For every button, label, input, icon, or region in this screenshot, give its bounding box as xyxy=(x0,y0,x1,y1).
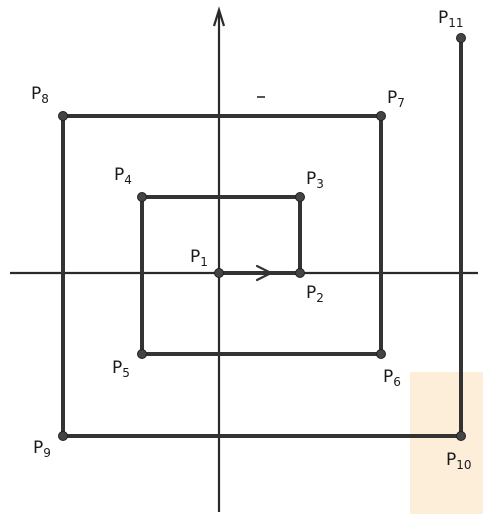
point-marker-p9 xyxy=(58,431,68,441)
point-marker-p2 xyxy=(295,268,305,278)
label-p7: P7 xyxy=(387,88,405,110)
y-axis-arrowhead xyxy=(212,6,226,27)
point-marker-p7 xyxy=(376,111,386,121)
label-p10: P10 xyxy=(446,450,472,472)
paper-stain xyxy=(410,372,483,514)
point-marker-p11 xyxy=(456,33,466,43)
point-marker-p3 xyxy=(295,192,305,202)
label-p8: P8 xyxy=(31,84,49,106)
point-markers xyxy=(58,33,466,441)
point-labels: P1 P2 P3 P4 P5 P6 P7 P8 P9 P10 P11 xyxy=(31,8,472,472)
label-p9: P9 xyxy=(33,438,51,460)
point-marker-p8 xyxy=(58,111,68,121)
label-p1: P1 xyxy=(190,247,208,269)
label-p6: P6 xyxy=(383,367,401,389)
point-marker-p10 xyxy=(456,431,466,441)
point-marker-p4 xyxy=(137,192,147,202)
point-marker-p1 xyxy=(214,268,224,278)
point-marker-p5 xyxy=(137,349,147,359)
label-p11: P11 xyxy=(438,8,464,30)
point-marker-p6 xyxy=(376,349,386,359)
label-p5: P5 xyxy=(112,358,130,380)
label-p3: P3 xyxy=(306,169,324,191)
label-p2: P2 xyxy=(306,283,324,305)
label-p4: P4 xyxy=(114,165,132,187)
direction-arrow xyxy=(255,264,273,282)
